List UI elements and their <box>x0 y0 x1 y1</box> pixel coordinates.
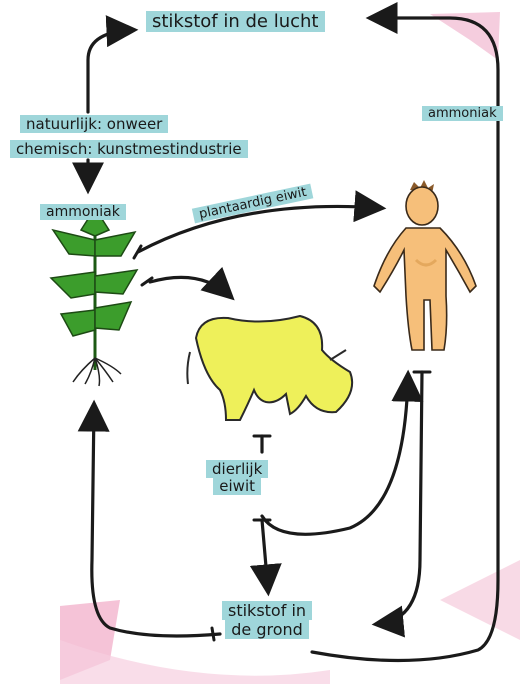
arrow-plant-to-human <box>138 206 380 252</box>
arrow-plant-to-cow <box>150 277 230 296</box>
animal-protein-label: dierlijk eiwit <box>200 460 274 497</box>
soil-nitrogen-label: stikstof in de grond <box>216 600 318 640</box>
arrow-natural-to-air <box>88 30 132 112</box>
arrow-protein-to-soil <box>262 520 268 590</box>
human-icon <box>374 180 476 350</box>
ammonia-label-right: ammoniak <box>416 106 509 122</box>
air-nitrogen-label: stikstof in de lucht <box>140 12 331 33</box>
arrow-soil-to-plant <box>92 406 220 636</box>
plant-icon <box>51 208 137 386</box>
ammonia-label-left: ammoniak <box>34 204 132 221</box>
natural-source-label: natuurlijk: onweer <box>14 116 174 134</box>
arrow-human-to-soil <box>378 372 422 624</box>
chemical-source-label: chemisch: kunstmestindustrie <box>4 141 254 159</box>
cow-icon <box>187 316 352 420</box>
